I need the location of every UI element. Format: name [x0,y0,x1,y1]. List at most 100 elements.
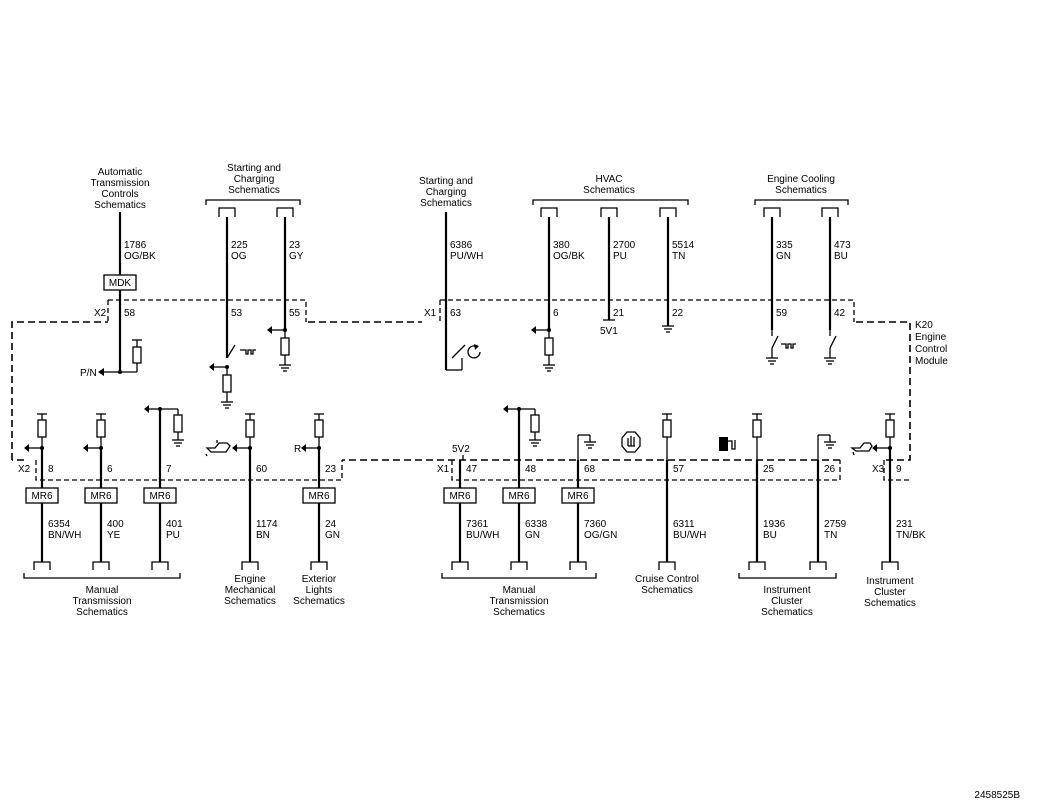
svg-text:7361: 7361 [466,519,489,530]
svg-text:68: 68 [584,464,596,475]
svg-text:55: 55 [289,308,301,319]
dest-mt2-2: Transmission [489,596,548,607]
label-pn: P/N [80,368,97,379]
splice-mdk-label: MDK [109,278,132,289]
dest-em-1: Engine [234,574,266,585]
svg-text:1786: 1786 [124,240,147,251]
svg-text:MR6: MR6 [149,491,171,502]
svg-text:401: 401 [166,519,183,530]
svg-text:PU/WH: PU/WH [450,251,483,262]
svg-text:6: 6 [553,308,559,319]
splice-mr6-labels: MR6 MR6 MR6 MR6 MR6 MR6 MR6 [31,491,589,502]
label-r: R [294,444,301,455]
svg-text:53: 53 [231,308,243,319]
dest-mt1-1: Manual [86,585,119,596]
svg-text:7: 7 [166,464,172,475]
bottom-pin-labels: 8 6 7 60 23 47 48 68 57 25 26 9 [48,464,902,475]
dest-el-1: Exterior [302,574,337,585]
svg-text:BN/WH: BN/WH [48,530,81,541]
svg-text:6: 6 [107,464,113,475]
dest-ic2-3: Schematics [864,598,916,609]
dest-sc2-3: Schematics [420,198,472,209]
dest-mt2-1: Manual [503,585,536,596]
cruise-hand-icon [621,431,641,453]
dest-sc2-1: Starting and [419,176,473,187]
splice-mr6-boxes [25,487,595,504]
dest-sc1-3: Schematics [228,185,280,196]
top-terminals [218,207,839,217]
bracket-mt2 [441,573,597,579]
connector-x1-bottom: X1 [437,464,450,475]
module-label-2: Engine [915,332,947,343]
svg-text:BU: BU [834,251,848,262]
fuel-pump-icon [719,437,736,451]
svg-text:8: 8 [48,464,54,475]
module-label-4: Module [915,356,948,367]
svg-text:MR6: MR6 [308,491,330,502]
dest-ic2-2: Cluster [874,587,906,598]
svg-text:OG/BK: OG/BK [553,251,585,262]
bracket-hvac [532,199,689,205]
dest-atc-3: Controls [101,189,138,200]
dest-sc1-2: Charging [234,174,275,185]
svg-text:TN/BK: TN/BK [896,530,926,541]
dest-hvac-1: HVAC [595,174,622,185]
connector-x2-bottom-band [35,460,343,481]
svg-text:21: 21 [613,308,625,319]
svg-text:PU: PU [166,530,180,541]
svg-text:TN: TN [672,251,685,262]
dest-cc-1: Cruise Control [635,574,699,585]
svg-text:MR6: MR6 [508,491,530,502]
svg-text:473: 473 [834,240,851,251]
svg-text:MR6: MR6 [90,491,112,502]
svg-text:BU: BU [763,530,777,541]
svg-text:6354: 6354 [48,519,71,530]
svg-text:231: 231 [896,519,913,530]
svg-text:6386: 6386 [450,240,473,251]
svg-text:YE: YE [107,530,121,541]
svg-text:OG: OG [231,251,247,262]
bracket-mt1 [23,573,181,579]
dest-el-3: Schematics [293,596,345,607]
module-label-3: Control [915,344,947,355]
svg-text:MR6: MR6 [31,491,53,502]
ecm-module-outline [11,321,911,461]
dest-em-3: Schematics [224,596,276,607]
svg-text:OG/BK: OG/BK [124,251,156,262]
svg-text:1936: 1936 [763,519,786,530]
svg-text:23: 23 [325,464,337,475]
dest-ic1-2: Cluster [771,596,803,607]
dest-ic1-1: Instrument [763,585,810,596]
svg-text:MR6: MR6 [567,491,589,502]
svg-text:9: 9 [896,464,902,475]
svg-text:PU: PU [613,251,627,262]
svg-text:GN: GN [525,530,540,541]
svg-text:25: 25 [763,464,775,475]
svg-text:BU/WH: BU/WH [673,530,706,541]
svg-text:225: 225 [231,240,248,251]
dest-ecool-1: Engine Cooling [767,174,835,185]
dest-atc-2: Transmission [90,178,149,189]
dest-em-2: Mechanical [225,585,276,596]
svg-text:MR6: MR6 [449,491,471,502]
module-label-1: K20 [915,320,933,331]
svg-text:BN: BN [256,530,270,541]
connector-x1-top-band [439,299,855,322]
connector-x1-top: X1 [424,308,437,319]
svg-text:58: 58 [124,308,136,319]
dest-ecool-2: Schematics [775,185,827,196]
svg-text:GN: GN [325,530,340,541]
svg-text:6311: 6311 [673,519,695,530]
svg-text:42: 42 [834,308,846,319]
svg-text:7360: 7360 [584,519,607,530]
bottom-wires-lower [40,503,580,562]
dest-el-2: Lights [306,585,333,596]
dest-ic2-1: Instrument [866,576,913,587]
connector-x2-top-band [107,299,307,322]
svg-text:23: 23 [289,240,301,251]
bottom-wires [40,409,892,562]
svg-text:48: 48 [525,464,537,475]
